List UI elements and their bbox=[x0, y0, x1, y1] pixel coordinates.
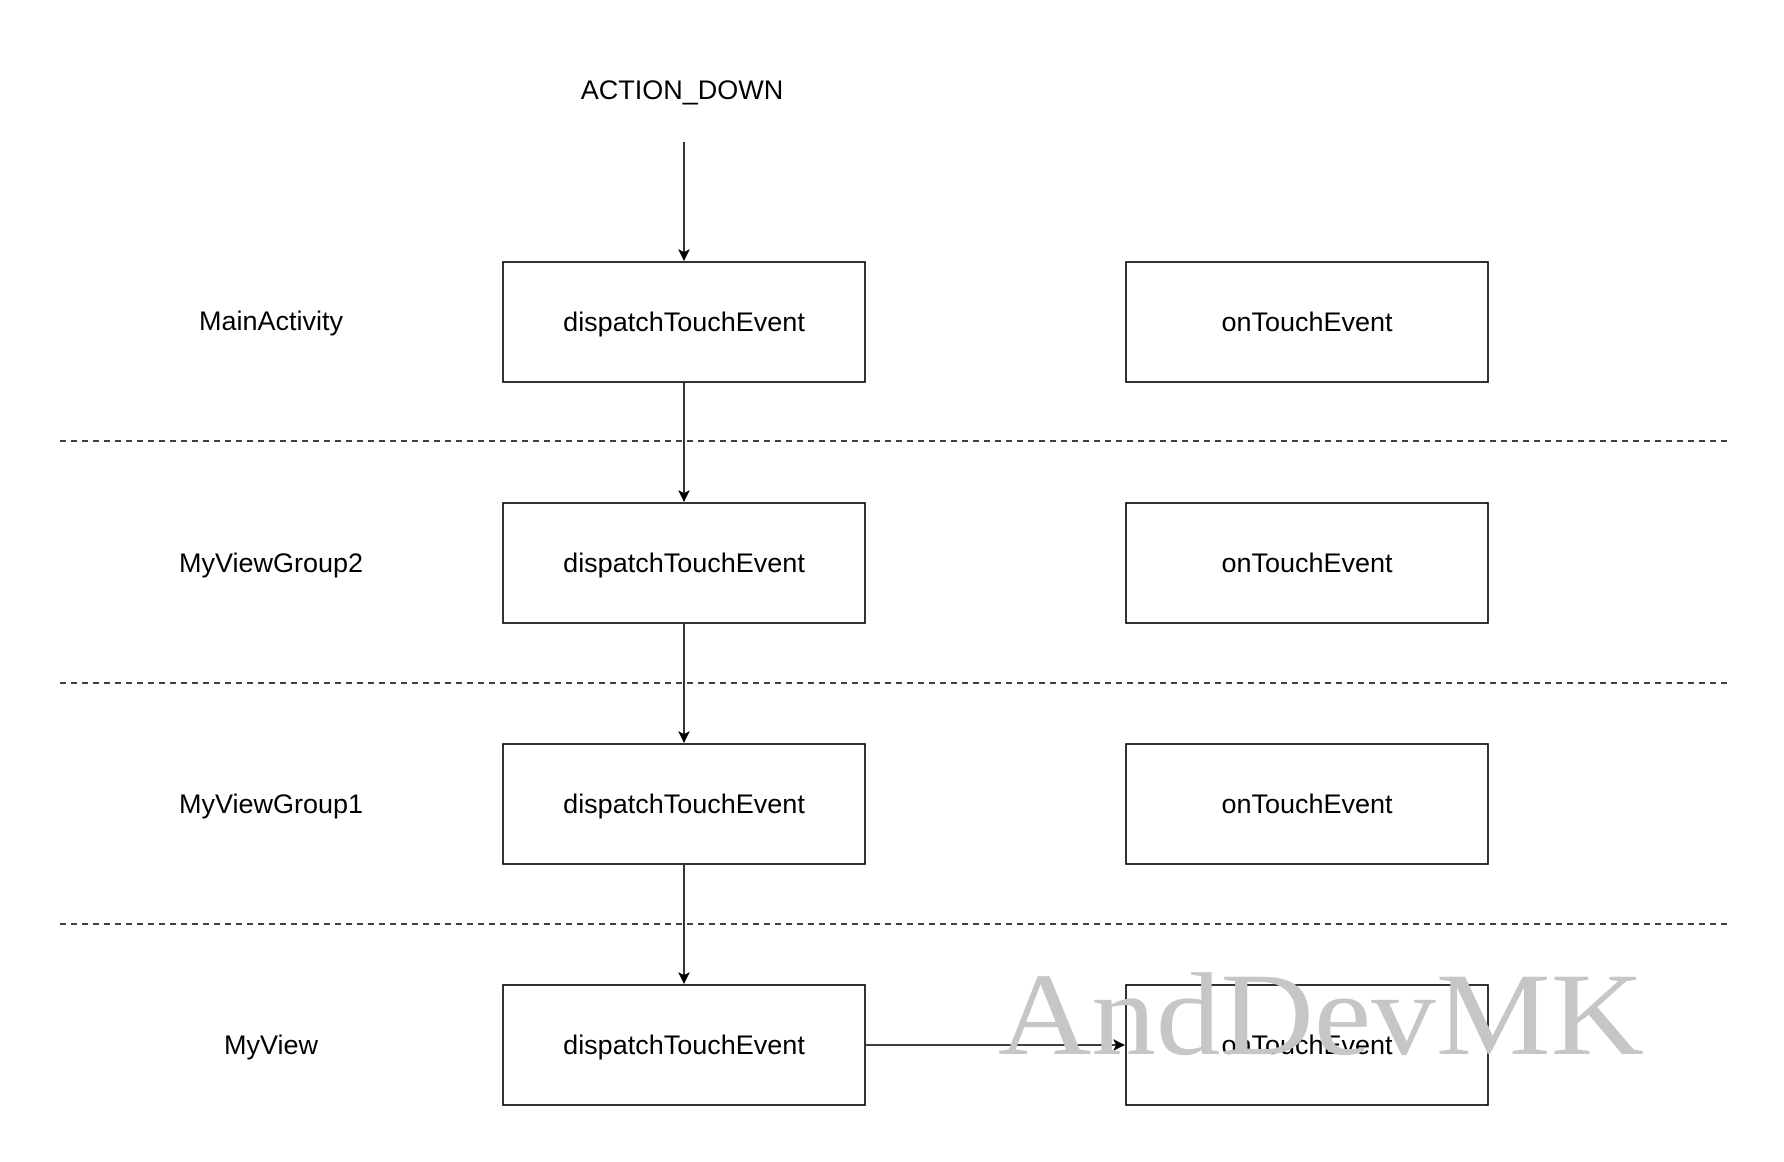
dispatch-touch-event-label: dispatchTouchEvent bbox=[563, 1030, 805, 1060]
on-touch-event-label: onTouchEvent bbox=[1221, 1030, 1393, 1060]
layer-myview: MyView dispatchTouchEvent onTouchEvent bbox=[224, 984, 1489, 1106]
dispatch-touch-event-label: dispatchTouchEvent bbox=[563, 548, 805, 578]
layer-mainactivity: MainActivity dispatchTouchEvent onTouchE… bbox=[199, 261, 1489, 383]
layer-myviewgroup2: MyViewGroup2 dispatchTouchEvent onTouchE… bbox=[179, 502, 1489, 624]
watermark: AndDevMK bbox=[998, 949, 1644, 1080]
layer-label: MyViewGroup1 bbox=[179, 789, 363, 819]
event-label: ACTION_DOWN bbox=[581, 75, 784, 105]
dispatch-touch-event-box: dispatchTouchEvent bbox=[502, 261, 866, 383]
layer-label: MyViewGroup2 bbox=[179, 548, 363, 578]
on-touch-event-box: onTouchEvent bbox=[1125, 743, 1489, 865]
on-touch-event-label: onTouchEvent bbox=[1221, 307, 1393, 337]
layer-myviewgroup1: MyViewGroup1 dispatchTouchEvent onTouchE… bbox=[179, 743, 1489, 865]
on-touch-event-label: onTouchEvent bbox=[1221, 548, 1393, 578]
on-touch-event-box: onTouchEvent bbox=[1125, 502, 1489, 624]
on-touch-event-box: onTouchEvent bbox=[1125, 261, 1489, 383]
on-touch-event-box: onTouchEvent bbox=[1125, 984, 1489, 1106]
on-touch-event-label: onTouchEvent bbox=[1221, 789, 1393, 819]
layer-label: MainActivity bbox=[199, 306, 344, 336]
dispatch-touch-event-box: dispatchTouchEvent bbox=[502, 743, 866, 865]
dispatch-touch-event-label: dispatchTouchEvent bbox=[563, 789, 805, 819]
layer-label: MyView bbox=[224, 1030, 319, 1060]
dispatch-touch-event-box: dispatchTouchEvent bbox=[502, 984, 866, 1106]
dispatch-touch-event-label: dispatchTouchEvent bbox=[563, 307, 805, 337]
dispatch-touch-event-box: dispatchTouchEvent bbox=[502, 502, 866, 624]
